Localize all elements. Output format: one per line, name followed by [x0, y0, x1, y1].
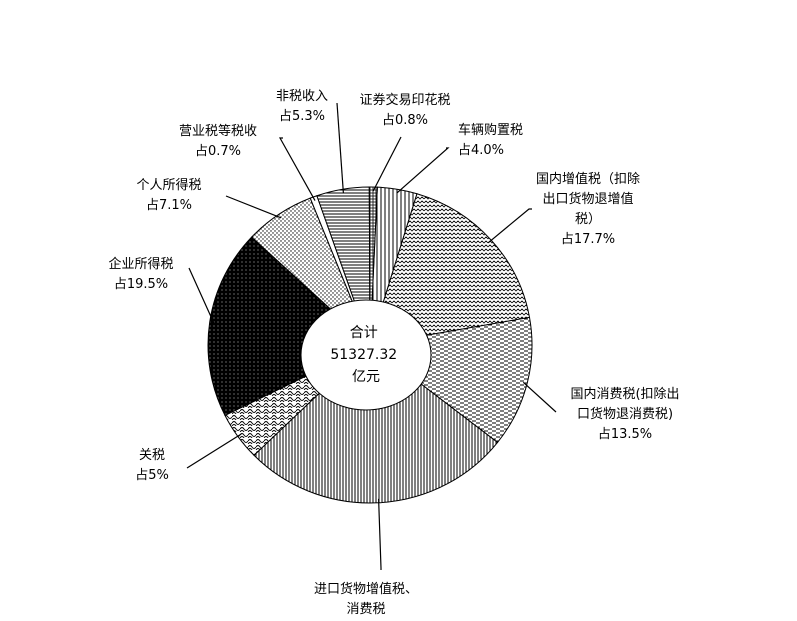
- center-label-line: 亿元: [352, 369, 380, 385]
- leader-line: [396, 147, 450, 194]
- slice-label: 证券交易印花税占0.8%: [359, 92, 450, 128]
- slice-label-line: 占17.7%: [561, 232, 615, 247]
- leader-lines: [186, 102, 557, 570]
- slice-label-line: 占7.1%: [146, 198, 192, 213]
- leader-line: [278, 137, 316, 201]
- slice-label-line: 企业所得税: [108, 256, 173, 272]
- slice-label: 企业所得税占19.5%: [108, 256, 173, 292]
- slice-label-line: 非税收入: [276, 89, 328, 104]
- slice-label-line: 关税: [139, 448, 165, 463]
- slice-label: 国内增值税（扣除出口货物退增值税） 占17.7%: [536, 171, 640, 247]
- leader-line: [186, 433, 242, 469]
- slice-label-line: 个人所得税: [136, 177, 201, 193]
- leader-line: [188, 267, 215, 324]
- slice-label-line: 占0.7%: [195, 144, 241, 159]
- pie-slice: [207, 236, 371, 417]
- leader-line: [225, 195, 282, 219]
- leader-line: [336, 102, 344, 194]
- slice-label-line: 出口货物退增值: [542, 191, 633, 207]
- slice-label: 国内消费税(扣除出口货物退消费税) 占13.5%: [570, 386, 679, 442]
- slice-label-line: 占4.0%: [458, 143, 504, 158]
- center-label-line: 合计: [350, 325, 378, 341]
- slice-label: 关税占5%: [135, 448, 169, 483]
- slice-labels: 车辆购置税占4.0% 国内增值税（扣除出口货物退增值税） 占17.7% 国内消费税(扣…: [108, 89, 679, 617]
- slice-label-line: 消费税: [346, 602, 385, 617]
- slice-label-line: 国内增值税（扣除: [536, 171, 640, 187]
- slice-label: 进口货物增值税、消费税: [314, 581, 418, 617]
- donut-hole: [300, 299, 432, 411]
- slice-label: 个人所得税占7.1%: [136, 177, 201, 213]
- slice-label-line: 车辆购置税: [458, 122, 523, 138]
- slice-label-line: 证券交易印花税: [359, 92, 450, 108]
- slice-label-line: 营业税等税收: [179, 123, 257, 139]
- center-label-line: 51327.32: [330, 347, 397, 363]
- slice-label: 车辆购置税占4.0%: [458, 122, 523, 158]
- slice-label-line: 占5.3%: [279, 109, 325, 124]
- leader-line: [522, 381, 557, 413]
- slice-label-line: 占13.5%: [598, 427, 652, 442]
- leader-line: [378, 498, 382, 570]
- leader-line: [487, 208, 532, 244]
- slice-label-line: 占19.5%: [114, 277, 168, 292]
- center-label: 合计 51327.32 亿元: [330, 325, 401, 385]
- slice-label-line: 税）: [575, 212, 601, 227]
- slice-label-line: 国内消费税(扣除出: [570, 386, 679, 402]
- slice-label-line: 进口货物增值税、: [314, 581, 418, 597]
- slice-label-line: 占5%: [135, 468, 169, 483]
- slice-label: 营业税等税收占0.7%: [179, 123, 257, 159]
- slice-label-line: 占0.8%: [382, 113, 428, 128]
- slice-label: 非税收入占5.3%: [276, 89, 328, 124]
- slice-label-line: 口货物退消费税): [577, 406, 673, 422]
- leader-line: [372, 136, 402, 192]
